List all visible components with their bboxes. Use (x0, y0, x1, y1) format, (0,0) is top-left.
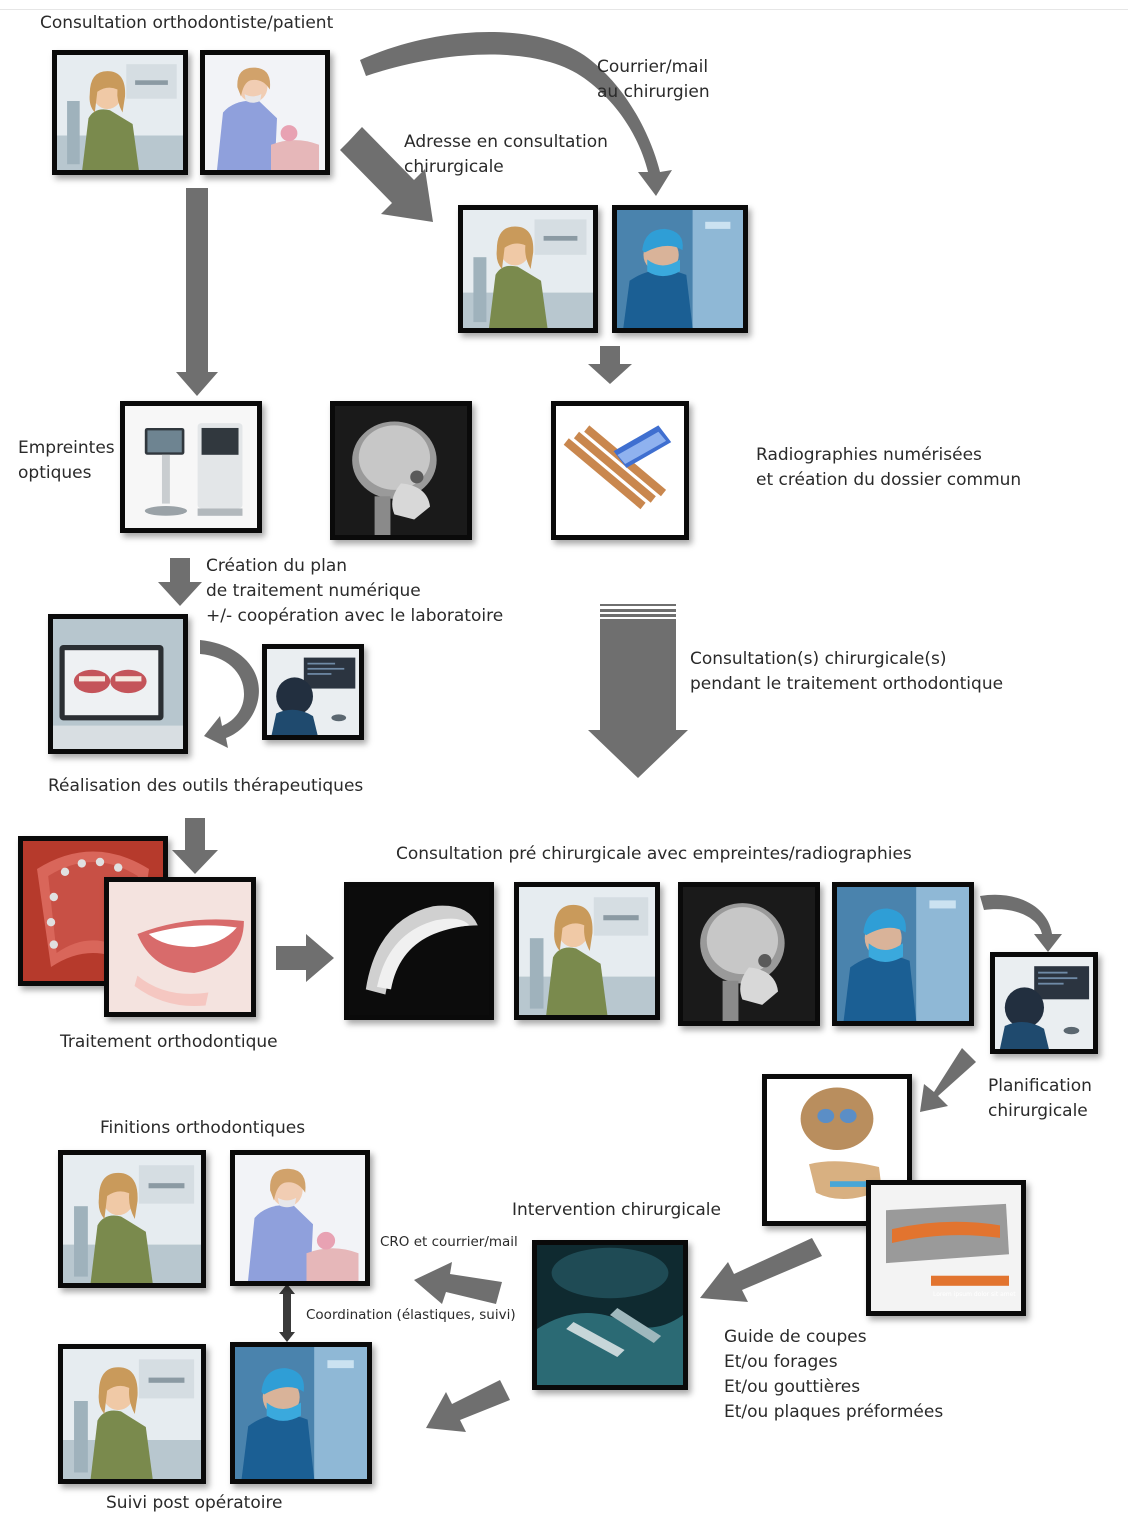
label-courrier-line1: Courrier/mail (597, 57, 709, 77)
label-traitement-ortho: Traitement orthodontique (60, 1032, 278, 1052)
photo-technician-planning (990, 952, 1098, 1054)
label-intervention: Intervention chirurgicale (512, 1200, 721, 1220)
label-plan-line1: Création du plan (206, 556, 348, 576)
label-guide: Guide de coupes Et/ou forages Et/ou gout… (724, 1325, 943, 1425)
label-radiographies-line2: et création du dossier commun (756, 470, 1022, 490)
top-rule (0, 9, 1128, 10)
arrow-to-followup (426, 1380, 510, 1432)
label-cro: CRO et courrier/mail (380, 1234, 518, 1250)
photo-patient-presurgical (514, 882, 660, 1020)
label-adresse-line1: Adresse en consultation (404, 132, 608, 152)
label-adresse-line2: chirurgicale (404, 157, 504, 177)
label-empreintes-line1: Empreintes (18, 438, 115, 458)
arrow-big-down (588, 604, 688, 778)
photo-surgery-operation (532, 1240, 688, 1390)
photo-3d-arch (344, 882, 494, 1020)
arrow-to-sensor (588, 346, 632, 384)
photo-surgeon-followup (230, 1342, 372, 1484)
label-guide-line4: Et/ou plaques préformées (724, 1402, 944, 1422)
photo-intraoral-scanner (120, 401, 262, 533)
photo-xray-presurgical (678, 882, 820, 1026)
arrow-cad-curve (200, 640, 259, 748)
label-realisation: Réalisation des outils thérapeutiques (48, 776, 364, 796)
label-guide-line1: Guide de coupes (724, 1327, 867, 1347)
label-consultation-ortho: Consultation orthodontiste/patient (40, 13, 334, 33)
label-planif-line2: chirurgicale (988, 1101, 1088, 1121)
arrow-big-stripe-2 (600, 612, 676, 614)
label-plan-line2: de traitement numérique (206, 581, 421, 601)
label-empreintes-line2: optiques (18, 463, 92, 483)
label-adresse: Adresse en consultation chirurgicale (404, 130, 608, 180)
photo-patient-surgical-consult (458, 205, 598, 333)
label-courrier: Courrier/mail au chirurgien (597, 55, 710, 105)
photo-lab-technician (262, 644, 364, 740)
photo-orthodontist-consultation (200, 50, 330, 175)
photo-patient-finishing (58, 1150, 206, 1288)
arrow-to-intervention (700, 1238, 822, 1302)
label-radiographies: Radiographies numérisées et création du … (756, 443, 1021, 493)
label-consult-chir-line2: pendant le traitement orthodontique (690, 674, 1004, 694)
label-guide-line3: Et/ou gouttières (724, 1377, 861, 1397)
photo-cephalometric-xray (330, 401, 472, 540)
label-suivi: Suivi post opératoire (106, 1493, 283, 1513)
photo-surgical-guide: Lorem ipsum dolor sit amet (866, 1180, 1026, 1316)
arrow-consult-to-surgical (340, 127, 433, 222)
photo-patient-followup (58, 1344, 206, 1484)
arrow-coordination (279, 1284, 295, 1342)
label-planif-line1: Planification (988, 1076, 1092, 1096)
arrow-cro (414, 1262, 502, 1304)
photo-surgeon-presurgical (832, 882, 974, 1026)
label-consult-chirurgicale: Consultation(s) chirurgicale(s) pendant … (690, 647, 1003, 697)
arrow-courrier-curve (360, 31, 672, 197)
label-plan-traitement: Création du plan de traitement numérique… (206, 554, 503, 629)
label-courrier-line2: au chirurgien (597, 82, 710, 102)
label-pre-chirurgicale: Consultation pré chirurgicale avec empre… (396, 844, 912, 864)
arrow-to-presurgical (276, 934, 334, 982)
photo-patient-consultation (52, 50, 188, 175)
photo-aligner-smile (104, 877, 256, 1017)
label-guide-line2: Et/ou forages (724, 1352, 838, 1372)
label-empreintes: Empreintes optiques (18, 436, 115, 486)
photo-orthodontist-finishing (230, 1150, 370, 1286)
photo-cad-model (48, 614, 188, 754)
label-consult-chir-line1: Consultation(s) chirurgicale(s) (690, 649, 947, 669)
label-planification: Planification chirurgicale (988, 1074, 1092, 1124)
label-plan-line3: +/- coopération avec le laboratoire (206, 606, 504, 626)
photo-3d-skull-planning (762, 1074, 912, 1226)
label-radiographies-line1: Radiographies numérisées (756, 445, 982, 465)
arrow-to-planning (920, 1048, 976, 1112)
arrow-consult-to-scanner (176, 188, 218, 396)
arrow-big-stripe-3 (600, 617, 676, 619)
arrow-to-planning-screen (980, 894, 1062, 952)
arrow-to-treatment (172, 818, 218, 874)
photo-surgeon-consult (612, 205, 748, 333)
label-coordination: Coordination (élastiques, suivi) (306, 1307, 516, 1323)
device-caption: Lorem ipsum dolor sit amet (933, 1291, 1016, 1298)
arrow-to-cad (158, 558, 202, 606)
label-finitions: Finitions orthodontiques (100, 1118, 306, 1138)
photo-xray-sensor (551, 401, 689, 540)
arrow-big-stripe-1 (600, 606, 676, 609)
